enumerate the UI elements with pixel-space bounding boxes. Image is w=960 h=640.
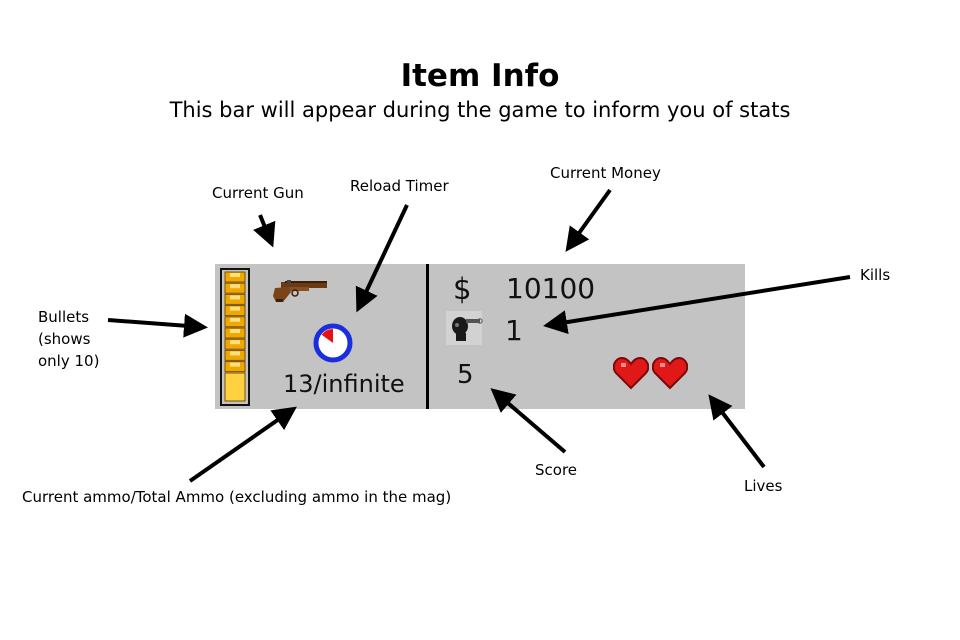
label-ammo: Current ammo/Total Ammo (excluding ammo … [22,488,452,506]
label-kills: Kills [860,266,891,284]
bullet-icon [224,305,246,317]
money-icon: $ [453,272,472,306]
label-reload-timer: Reload Timer [350,177,449,195]
reload-timer-icon [310,320,356,371]
arrow-bullets [107,313,208,338]
arrow-lives [708,394,766,469]
arrow-score [490,388,567,454]
label-current-gun: Current Gun [212,184,304,202]
bullet-icon [224,327,246,339]
ammo-count: 13/infinite [283,370,405,398]
page-subtitle: This bar will appear during the game to … [169,98,791,122]
kills-value: 1 [505,314,523,347]
label-score: Score [535,461,578,479]
bullet-icon [224,282,246,294]
label-lives: Lives [744,477,783,495]
bullet-icon [224,293,246,305]
bullet-stack [220,268,250,406]
score-value: 5 [457,360,474,390]
label-bullets: Bullets (shows only 10) [38,308,100,370]
arrow-current-money [565,188,612,252]
label-current-money: Current Money [550,164,661,182]
hud-divider [426,264,429,409]
skull-gun-icon [446,311,486,352]
bullet-icon [224,361,246,373]
bullet-icon [224,338,246,350]
arrow-kills [543,275,851,335]
heart-icon [612,356,650,395]
bullet-icon [224,316,246,328]
bullet-icon [224,349,246,361]
money-value: 10100 [506,272,596,305]
arrow-ammo [188,406,297,483]
hud-bar: 13/infinite $ 10100 1 5 [215,264,745,409]
arrow-reload-timer [355,204,409,313]
page-title: Item Info [400,58,560,94]
bullet-icon [224,372,246,402]
heart-icon [651,356,689,395]
bullet-icon [224,271,246,283]
flintlock-pistol-icon [273,278,329,309]
arrow-current-gun [253,214,276,248]
